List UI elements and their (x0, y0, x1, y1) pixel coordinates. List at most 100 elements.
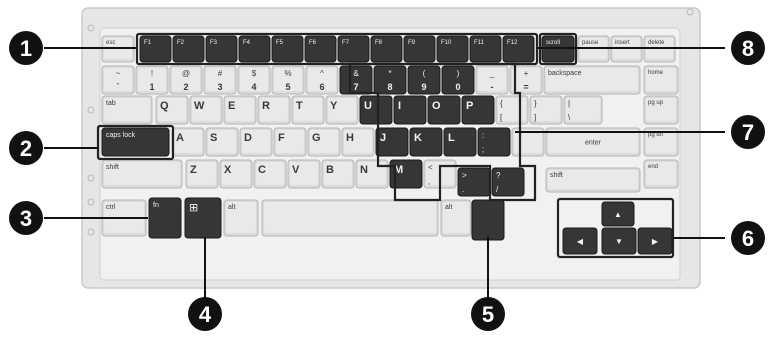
key-shift-right[interactable]: shift (546, 168, 640, 192)
key-l-label-0: L (448, 132, 455, 144)
key-f12[interactable]: F12 (503, 36, 534, 62)
key-num-3[interactable]: #3 (204, 66, 236, 94)
key-period-label-1: . (462, 185, 464, 194)
key-j[interactable]: J (376, 128, 408, 156)
key-fn[interactable]: fn (149, 198, 181, 238)
key-f1[interactable]: F1 (140, 36, 171, 62)
callout-2: 2 (9, 131, 43, 165)
key-f1-label-0: F1 (144, 40, 152, 46)
key-f7[interactable]: F7 (338, 36, 369, 62)
key-num-2[interactable]: @2 (170, 66, 202, 94)
key-scroll-lock-label-0: scroll (546, 40, 560, 46)
key-caps-lock[interactable]: caps lock (102, 128, 169, 156)
key-n-label-0: N (360, 164, 368, 176)
key-z-label-0: Z (190, 164, 197, 176)
key-v[interactable]: V (288, 160, 320, 188)
key-space[interactable] (262, 200, 438, 236)
key-delete-label-0: delete (648, 40, 665, 46)
key-num-1[interactable]: !1 (136, 66, 168, 94)
key-arrow-down[interactable]: ▼ (602, 228, 636, 254)
key-f2[interactable]: F2 (173, 36, 204, 62)
key-num-10[interactable]: )0 (442, 66, 474, 94)
key-f5-label-0: F5 (276, 40, 284, 46)
key-a-label-0: A (176, 132, 184, 144)
key-end[interactable]: end (644, 160, 678, 188)
key-arrow-right[interactable]: ▶ (638, 228, 672, 254)
key-bracket-0[interactable]: {[ (496, 96, 528, 124)
key-alt-right[interactable]: alt (441, 200, 471, 236)
key-quote-face (514, 130, 542, 153)
key-shift-left[interactable]: shift (102, 160, 182, 188)
key-num-11[interactable]: _- (476, 66, 508, 94)
key-num-5[interactable]: %5 (272, 66, 304, 94)
key-app[interactable] (472, 200, 504, 240)
key-f4[interactable]: F4 (239, 36, 270, 62)
key-f3[interactable]: F3 (206, 36, 237, 62)
key-f8[interactable]: F8 (371, 36, 402, 62)
key-l[interactable]: L (444, 128, 476, 156)
key-f5[interactable]: F5 (272, 36, 303, 62)
key-a[interactable]: A (172, 128, 204, 156)
key-num-4[interactable]: $4 (238, 66, 270, 94)
key-b[interactable]: B (322, 160, 354, 188)
key-i[interactable]: I (394, 96, 426, 124)
key-e[interactable]: E (224, 96, 256, 124)
key-f6[interactable]: F6 (305, 36, 336, 62)
key-alt-right-label-0: alt (445, 204, 452, 211)
key-pgup[interactable]: pg up (644, 96, 678, 124)
key-w[interactable]: W (190, 96, 222, 124)
key-slash-label-0: ? (496, 171, 501, 180)
key-f11[interactable]: F11 (470, 36, 501, 62)
key-arrow-up[interactable]: ▲ (602, 202, 634, 226)
key-bracket-1-label-1: ] (534, 113, 536, 122)
key-o[interactable]: O (428, 96, 460, 124)
callout-7: 7 (731, 115, 765, 149)
key-h[interactable]: H (342, 128, 374, 156)
key-num-3-label-1: 3 (217, 82, 222, 92)
key-pause-label-0: pause (582, 40, 599, 46)
key-tab[interactable]: tab (102, 96, 152, 124)
key-semicolon[interactable]: :; (478, 128, 510, 156)
key-bracket-1[interactable]: }] (530, 96, 562, 124)
key-d[interactable]: D (240, 128, 272, 156)
key-arrow-left[interactable]: ◀ (563, 228, 597, 254)
key-period[interactable]: >. (458, 168, 490, 196)
key-y[interactable]: Y (326, 96, 358, 124)
key-home[interactable]: home (644, 66, 678, 94)
key-slash[interactable]: ?/ (492, 168, 524, 196)
key-f9[interactable]: F9 (404, 36, 435, 62)
key-shift-left-label-0: shift (106, 164, 119, 171)
key-f[interactable]: F (274, 128, 306, 156)
key-space-face (264, 202, 436, 233)
key-pgup-label-0: pg up (648, 100, 664, 106)
key-r[interactable]: R (258, 96, 290, 124)
key-t[interactable]: T (292, 96, 324, 124)
key-windows[interactable]: ⊞ (185, 198, 221, 238)
key-c[interactable]: C (254, 160, 286, 188)
key-num-7[interactable]: &7 (340, 66, 372, 94)
key-num-0[interactable]: ~` (102, 66, 134, 94)
key-enter-label-0: enter (585, 139, 602, 146)
key-num-8[interactable]: *8 (374, 66, 406, 94)
key-bracket-2-label-0: | (568, 99, 570, 108)
key-u[interactable]: U (360, 96, 392, 124)
key-s[interactable]: S (206, 128, 238, 156)
key-bracket-2[interactable]: |\ (564, 96, 602, 124)
key-k[interactable]: K (410, 128, 442, 156)
key-alt-left[interactable]: alt (224, 200, 258, 236)
key-z[interactable]: Z (186, 160, 218, 188)
key-f10[interactable]: F10 (437, 36, 468, 62)
key-h-label-0: H (346, 132, 354, 144)
key-x[interactable]: X (220, 160, 252, 188)
key-f11-label-0: F11 (474, 40, 485, 46)
key-v-label-0: V (292, 164, 300, 176)
key-q[interactable]: Q (156, 96, 188, 124)
key-num-6[interactable]: ^6 (306, 66, 338, 94)
key-n[interactable]: N (356, 160, 388, 188)
key-backspace[interactable]: backspace (544, 66, 640, 94)
key-i-label-0: I (398, 100, 401, 112)
key-p[interactable]: P (462, 96, 494, 124)
key-num-9[interactable]: (9 (408, 66, 440, 94)
key-g[interactable]: G (308, 128, 340, 156)
